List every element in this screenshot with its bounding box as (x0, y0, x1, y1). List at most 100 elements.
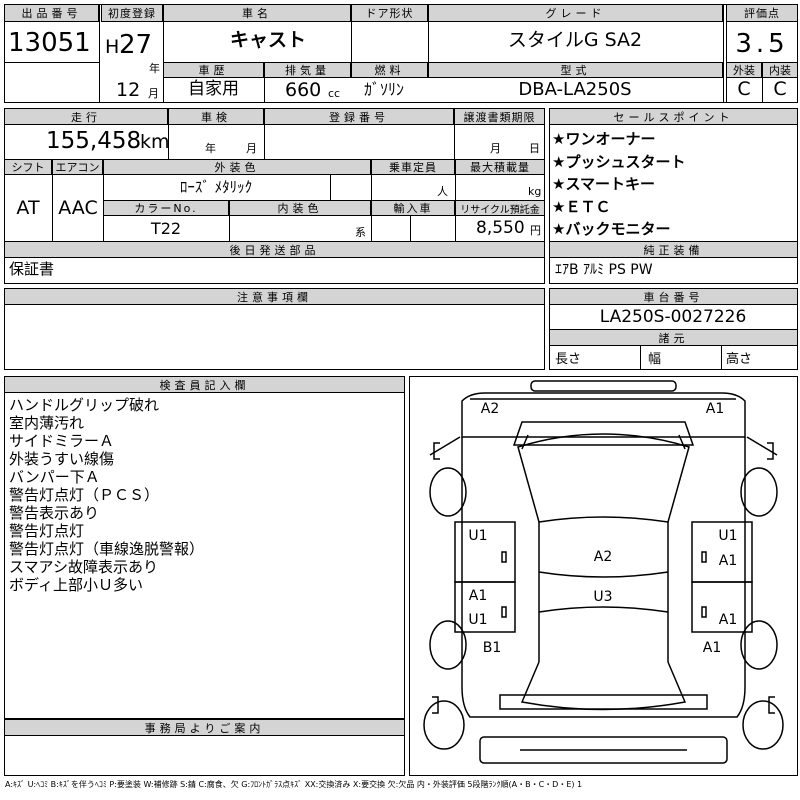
history-label: 車歴 (163, 62, 264, 78)
mileage-unit: km (140, 131, 170, 153)
remark-line: 警告灯点灯（車線逸脱警報） (9, 540, 205, 558)
sales-points-list: ★ワンオーナー ★プッシュスタート ★スマートキー ★ＥＴＣ ★バックモニター (552, 128, 685, 241)
dimensions-label: 諸元 (549, 329, 798, 346)
mark-right-front-door-b: A1 (718, 553, 738, 569)
shift: AT (16, 197, 40, 219)
transfer-label: 譲渡書類期限 (454, 108, 545, 125)
remark-line: スマアシ故障表示あり (9, 558, 158, 576)
exterior-label: 外装 (726, 62, 762, 78)
equipment-label: 純正装備 (549, 241, 798, 258)
mileage-label: 走行 (4, 108, 168, 125)
sales-point: ★バックモニター (552, 220, 671, 238)
mark-right-rear-fender: A1 (702, 640, 722, 656)
grade-label: グレード (428, 4, 723, 22)
equipment: ｴｱB ｱﾙﾐ PS PW (555, 262, 653, 278)
grade: スタイルG SA2 (507, 29, 643, 51)
displacement-unit: cc (328, 87, 341, 100)
score: 3.5 (735, 29, 789, 59)
car-outline (423, 380, 784, 764)
sales-point: ★プッシュスタート (552, 152, 686, 171)
car-name-label: 車名 (163, 4, 351, 22)
mark-left-rear-door-a: A1 (468, 588, 488, 604)
transfer-month-unit: 月 (490, 142, 501, 155)
height-label: 高さ (726, 352, 753, 367)
mark-right-rear-door: A1 (718, 612, 738, 628)
length-label: 長さ (555, 352, 582, 367)
mark-right-front-door-a: U1 (718, 528, 738, 544)
score-label: 評価点 (726, 4, 798, 22)
displacement: 660 (285, 79, 322, 101)
office-label: 事務局よりご案内 (4, 719, 405, 736)
color-no-label: カラーNo. (103, 200, 229, 216)
ac: AAC (58, 197, 98, 219)
remark-line: 警告表示あり (9, 504, 100, 522)
displacement-label: 排気量 (264, 62, 351, 78)
model: DBA-LA250S (518, 79, 632, 100)
lot-no-label: 出品番号 (4, 4, 99, 22)
chassis-number: LA250S-0027226 (599, 307, 747, 327)
capacity-unit: 人 (437, 185, 448, 198)
notes-label: 注意事項欄 (4, 288, 545, 305)
ext-color: ﾛｰｽﾞ ﾒﾀﾘｯｸ (179, 178, 253, 196)
reg-month: 12 (116, 79, 141, 101)
exterior-grade: C (737, 78, 751, 100)
sales-point: ★ＥＴＣ (552, 197, 611, 216)
int-color-unit: 系 (355, 226, 366, 239)
ac-label: エアコン (52, 159, 103, 175)
mark-roof: A2 (593, 549, 613, 565)
remark-line: 室内薄汚れ (9, 414, 85, 432)
remark-line: 外装うすい線傷 (9, 450, 115, 468)
import-label: 輸入車 (371, 200, 455, 216)
fuel-label: 燃料 (351, 62, 428, 78)
accessories-label: 後日発送部品 (4, 241, 545, 258)
color-no: T22 (150, 219, 182, 238)
era: H (105, 36, 120, 58)
ext-color-label: 外装色 (103, 159, 371, 175)
inspector-label: 検査員記入欄 (4, 376, 405, 393)
recycle-label: リサイクル預託金 (455, 200, 545, 216)
inspection-year-unit: 年 (205, 142, 216, 155)
shift-label: シフト (4, 159, 52, 175)
mark-rear-roof: U3 (593, 589, 613, 605)
lot-number: 13051 (8, 28, 91, 58)
mark-left-rear-door-b: U1 (468, 612, 488, 628)
remark-line: 警告灯点灯（ＰＣＳ） (9, 486, 160, 504)
car-name: キャスト (230, 29, 307, 51)
accessories: 保証書 (9, 260, 55, 278)
first-reg-label: 初度登録 (101, 4, 163, 22)
mark-front-left: A2 (480, 401, 500, 417)
transfer-day-unit: 日 (529, 142, 540, 155)
remark-line: 警告灯点灯 (9, 522, 85, 540)
inspection-month-unit: 月 (246, 142, 257, 155)
recycle-unit: 円 (530, 224, 541, 237)
inspector-remarks: ハンドルグリップ破れ 室内薄汚れ サイドミラーＡ 外装うすい線傷 バンパー下Ａ … (9, 396, 204, 594)
year-unit: 年 (149, 62, 160, 75)
interior-label: 内装 (762, 62, 798, 78)
mark-left-rear-fender: B1 (482, 640, 502, 656)
capacity-label: 乗車定員 (371, 159, 455, 175)
legend: A:ｷｽﾞ U:ﾍｺﾐ B:ｷｽﾞを伴うﾍｺﾐ P:要塗装 W:補修跡 S:錆 … (5, 780, 583, 789)
history: 自家用 (188, 79, 239, 99)
width-label: 幅 (648, 352, 662, 367)
sales-label: セールスポイント (549, 108, 798, 125)
chassis-label: 車台番号 (549, 288, 798, 305)
remark-line: バンパー下Ａ (9, 468, 100, 486)
mark-front-right: A1 (705, 401, 725, 417)
remark-line: ハンドルグリップ破れ (9, 396, 160, 414)
fuel: ｶﾞｿﾘﾝ (364, 80, 405, 99)
car-diagram: A2 A1 U1 U1 A1 A2 U3 A1 U1 A1 B1 A1 (409, 376, 798, 776)
interior-grade: C (773, 78, 787, 100)
model-label: 型式 (428, 62, 723, 78)
remark-line: サイドミラーＡ (9, 432, 115, 450)
int-color-label: 内装色 (229, 200, 371, 216)
reg-year: 27 (119, 30, 153, 60)
load-label: 最大積載量 (455, 159, 545, 175)
load-unit: kg (528, 185, 542, 198)
door-label: ドア形状 (351, 4, 428, 22)
sales-point: ★スマートキー (552, 175, 655, 193)
reg-no-label: 登録番号 (264, 108, 454, 125)
month-unit: 月 (148, 87, 159, 100)
recycle-fee: 8,550 (476, 218, 525, 238)
remark-line: ボディ上部小Ｕ多い (9, 576, 143, 594)
